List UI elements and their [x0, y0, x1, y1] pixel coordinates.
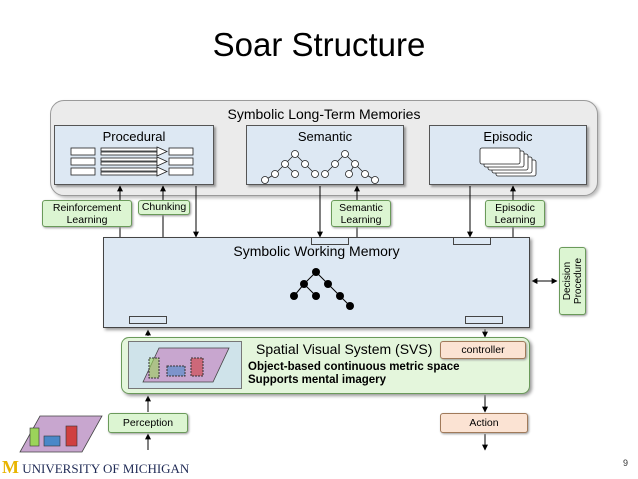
action-box: Action: [440, 413, 528, 433]
semantic-buffer: [311, 237, 349, 245]
episodic-memory-box: Episodic: [429, 125, 587, 185]
chunking-box: Chunking: [138, 200, 190, 215]
action-buffer: [465, 316, 503, 324]
semantic-label: Semantic: [297, 129, 353, 144]
long-term-memories-title: Symbolic Long-Term Memories: [227, 106, 421, 122]
procedural-memory-box: Procedural: [54, 125, 214, 185]
logo-text: UNIVERSITY OF MICHIGAN: [22, 461, 190, 476]
reinforcement-learning-box: Reinforcement Learning: [42, 200, 132, 227]
svs-description: Object-based continuous metric space Sup…: [248, 361, 460, 387]
environment-image: [19, 415, 103, 453]
logo-initial: M: [2, 457, 19, 477]
decision-procedure-label: Decision Procedure: [561, 257, 584, 305]
episodic-learning-box: Episodic Learning: [485, 200, 545, 227]
perception-buffer: [129, 316, 167, 324]
svs-title: Spatial Visual System (SVS): [256, 341, 433, 357]
controller-box: controller: [440, 341, 526, 359]
episodic-buffer: [453, 237, 491, 245]
episodic-label: Episodic: [483, 129, 533, 144]
slide-title: Soar Structure: [212, 26, 426, 63]
episodes-stack-icon: [479, 147, 537, 177]
semantic-memory-box: Semantic: [246, 125, 404, 185]
svs-description-line1: Object-based continuous metric space: [248, 361, 460, 373]
scene-objects-icon: [142, 347, 230, 383]
working-memory-title: Symbolic Working Memory: [233, 243, 400, 259]
svs-description-line2: Supports mental imagery: [248, 374, 387, 386]
page-number: 9: [623, 458, 629, 468]
production-rules-icon: [70, 146, 194, 177]
semantic-graph-icon: [261, 150, 379, 184]
semantic-learning-box: Semantic Learning: [331, 200, 391, 227]
university-logo: M UNIVERSITY OF MICHIGAN: [2, 457, 189, 478]
perception-box: Perception: [108, 413, 188, 433]
svs-scene-image: [128, 341, 242, 389]
working-memory-box: [103, 237, 530, 328]
decision-procedure-box: Decision Procedure: [559, 247, 586, 315]
procedural-label: Procedural: [102, 129, 166, 144]
working-memory-graph-icon: [290, 268, 354, 310]
